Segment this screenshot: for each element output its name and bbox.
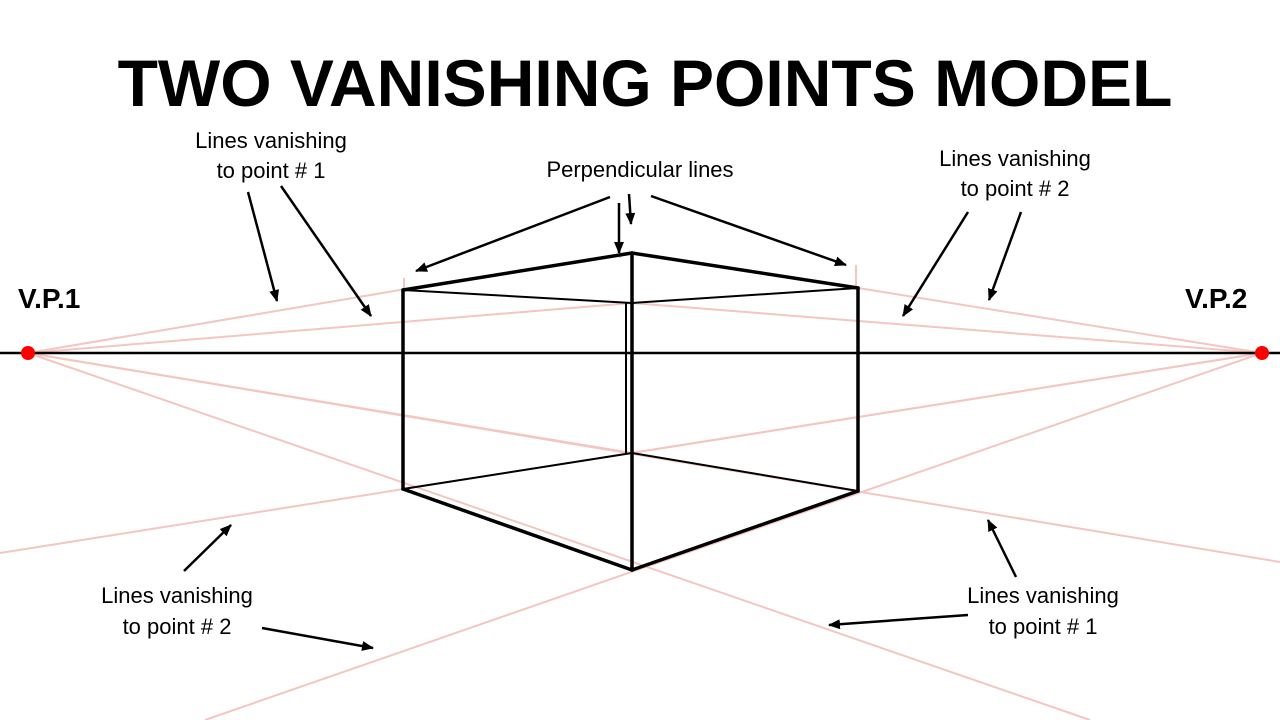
guide-line-vp1-top-left [27,289,401,354]
arrow-top-left-a [246,191,280,302]
guide-line-vp1-long-bottom [27,352,1091,720]
arrow-top-left-b [279,185,373,317]
arrow-bottom-left-a [183,524,232,572]
cube-inner-edges [402,287,859,492]
annotation-bottom-right-line1: Lines vanishing [967,583,1119,608]
annotation-top-center: Perpendicular lines [415,157,847,273]
arrow-top-right-a [901,211,970,317]
arrow-perpendicular-right [650,194,847,267]
annotation-top-left-line2: to point # 1 [217,158,326,183]
page-title: TWO VANISHING POINTS MODEL [118,46,1173,120]
annotation-top-right-line2: to point # 2 [961,176,1070,201]
guide-line-vp2-top-right [857,287,1263,354]
annotation-bottom-left-line1: Lines vanishing [101,583,253,608]
arrow-top-right-b [987,211,1023,301]
guide-lines [0,248,1280,720]
annotation-bottom-right-line2: to point # 1 [989,614,1098,639]
vanishing-point-1 [21,346,35,360]
cube-outer-edges [401,251,860,572]
guide-line-vp2-top-center [631,302,1263,354]
annotation-bottom-left-line2: to point # 2 [123,614,232,639]
arrow-perpendicular-center-b [625,193,636,225]
annotation-bottom-right: Lines vanishing to point # 1 [828,519,1119,639]
guide-line-vp1-top-center [27,302,633,354]
arrow-bottom-left-b [261,626,374,651]
annotation-top-right-line1: Lines vanishing [939,146,1091,171]
arrow-perpendicular-left [415,195,611,273]
annotation-top-center-line1: Perpendicular lines [546,157,733,182]
annotation-top-left-line1: Lines vanishing [195,128,347,153]
vanishing-point-1-label: V.P.1 [18,283,80,314]
vanishing-point-2 [1255,346,1269,360]
annotation-top-left: Lines vanishing to point # 1 [195,128,373,317]
annotation-top-right: Lines vanishing to point # 2 [901,146,1091,317]
arrow-bottom-right-a [986,519,1018,578]
vanishing-point-2-label: V.P.2 [1185,283,1247,314]
guide-line-vp2-long-bottom [204,352,1263,720]
annotation-bottom-left: Lines vanishing to point # 2 [101,524,374,651]
arrow-bottom-right-b [828,613,969,630]
